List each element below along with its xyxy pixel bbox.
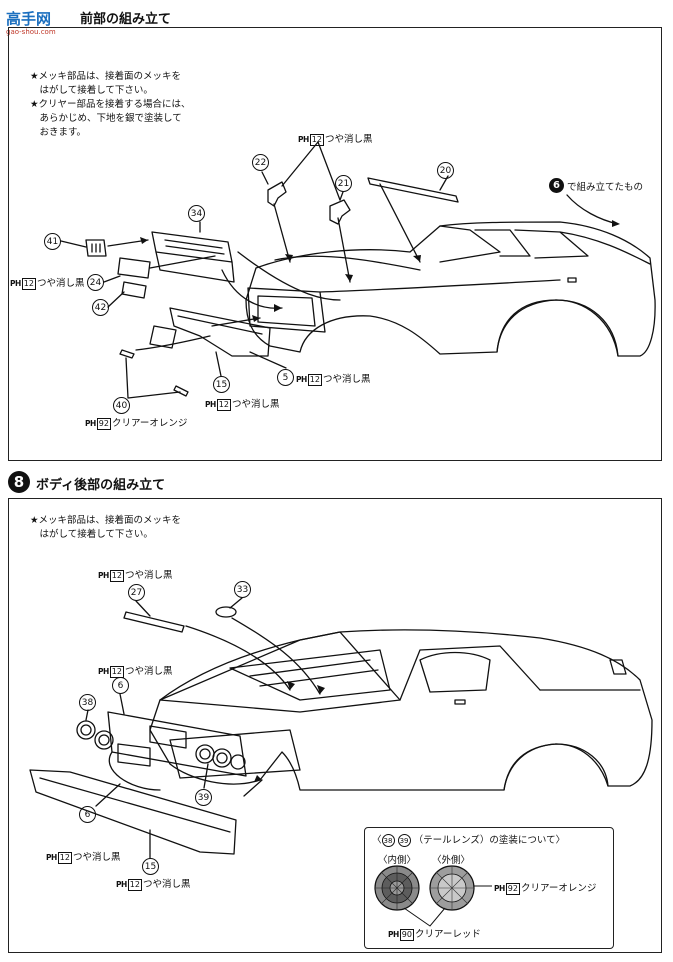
part-22: 22: [252, 154, 269, 171]
step8-number: 8: [8, 471, 30, 493]
step7-note-2: ★クリヤー部品を接着する場合には、 あらかじめ、下地を銀で塗装して おきます。: [30, 99, 191, 138]
legend-inner-label: 〈内側〉: [378, 855, 417, 866]
part-15: 15: [142, 858, 159, 875]
part-33: 33: [234, 581, 251, 598]
part-21: 21: [335, 175, 352, 192]
part-38: 38: [79, 694, 96, 711]
part-42: 42: [92, 299, 109, 316]
step8-note: ★メッキ部品は、接着面のメッキを はがして接着して下さい。: [30, 515, 182, 540]
legend-outer-label: 〈外側〉: [432, 855, 471, 866]
part-5: 5: [277, 369, 294, 386]
site-url: gao-shou.com: [6, 28, 56, 36]
ref-step-6: 6: [549, 178, 564, 193]
part-27: 27: [128, 584, 145, 601]
part-20: 20: [437, 162, 454, 179]
part-15: 15: [213, 376, 230, 393]
step7-title: 前部の組み立て: [80, 12, 172, 27]
part-6-bottom: 6: [79, 806, 96, 823]
legend-title: 〈38 39 （テールレンズ）の塗装について〉: [372, 834, 566, 847]
step7-frame: [8, 27, 662, 461]
part-24: 24: [87, 274, 104, 291]
legend-part-39: 39: [397, 834, 411, 847]
ref-step-text: で組み立てたもの: [567, 182, 644, 193]
part-41: 41: [44, 233, 61, 250]
step8-title: ボディ後部の組み立て: [36, 478, 166, 493]
part-34: 34: [188, 205, 205, 222]
part-40: 40: [113, 397, 130, 414]
site-logo: 高手网: [6, 10, 52, 28]
step7-note-1: ★メッキ部品は、接着面のメッキを はがして接着して下さい。: [30, 71, 182, 96]
part-39: 39: [195, 789, 212, 806]
legend-part-38: 38: [381, 834, 395, 847]
step8-frame: [8, 498, 662, 953]
part-6-top: 6: [112, 677, 129, 694]
